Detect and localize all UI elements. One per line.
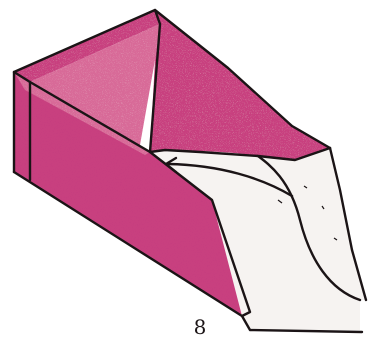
step-number: 8 [194,315,207,339]
right-inner-wall [150,10,330,160]
